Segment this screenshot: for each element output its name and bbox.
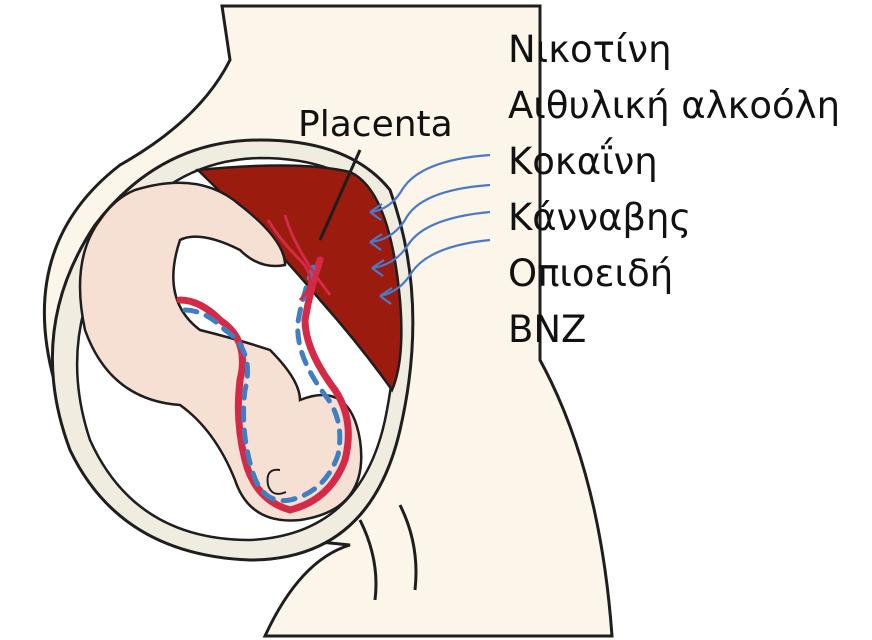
substance-opioids: Οπιοειδή	[508, 246, 840, 302]
substance-cocaine: Κοκαΐνη	[508, 134, 840, 190]
substance-cannabis: Κάνναβης	[508, 190, 840, 246]
substance-bnz: BNZ	[508, 302, 840, 358]
substance-nicotine: Νικοτίνη	[508, 22, 840, 78]
substance-ethyl-alcohol: Αιθυλική αλκοόλη	[508, 78, 840, 134]
substance-list: Νικοτίνη Αιθυλική αλκοόλη Κοκαΐνη Κάνναβ…	[508, 22, 840, 358]
placenta-label: Placenta	[298, 104, 453, 145]
